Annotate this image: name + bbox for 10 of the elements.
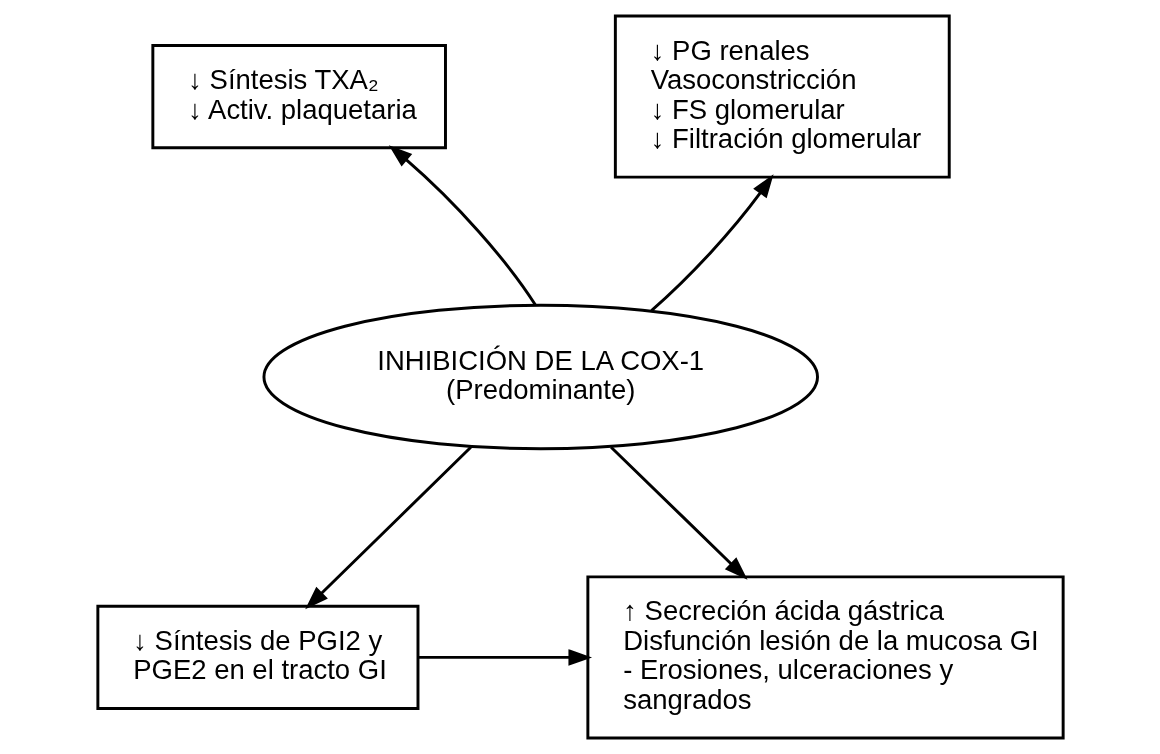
arrow <box>609 446 748 580</box>
node-box: ↓ Síntesis de PGI2 y PGE2 en el tracto GI <box>95 604 419 710</box>
node-box: ↓ Síntesis TXA₂ ↓ Activ. plaquetaria <box>150 44 447 150</box>
node-box: ↓ PG renales Vasoconstricción ↓ FS glomerular ↓ Filtración glomerular <box>613 14 951 179</box>
arrow <box>388 145 536 306</box>
node-box: ↑ Secreción ácida gástrica Disfunción lesión de la mucosa GI - Erosiones, ulceraciones y sangrados <box>585 575 1065 740</box>
node-ellipse: INHIBICIÓN DE LA COX-1 (Predominante) <box>261 303 819 451</box>
arrow <box>304 446 472 610</box>
arrow <box>649 174 774 312</box>
arrow <box>417 649 592 666</box>
